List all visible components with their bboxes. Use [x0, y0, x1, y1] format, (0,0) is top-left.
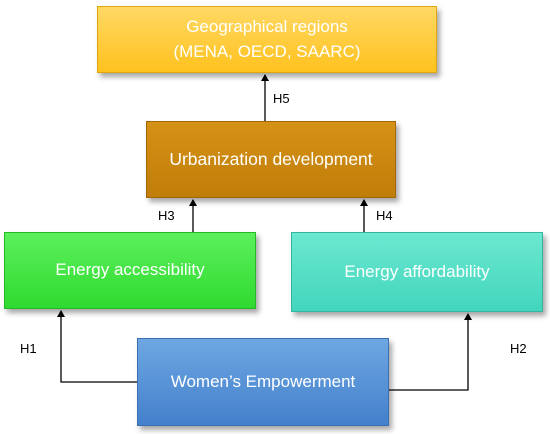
energy-accessibility-box: Energy accessibility — [4, 232, 256, 309]
energy-affordability-label: Energy affordability — [344, 261, 490, 281]
geographical-regions-title: Geographical regions — [186, 16, 348, 36]
geographical-regions-box: Geographical regions (MENA, OECD, SAARC) — [97, 6, 437, 73]
energy-accessibility-label: Energy accessibility — [55, 260, 205, 280]
energy-affordability-box: Energy affordability — [291, 232, 543, 312]
hypothesis-label-h1: H1 — [20, 341, 37, 356]
arrow-h1 — [57, 310, 137, 383]
womens-empowerment-label: Women’s Empowerment — [170, 371, 356, 391]
hypothesis-label-h5: H5 — [273, 91, 290, 106]
arrow-h2 — [389, 313, 472, 391]
hypothesis-label-h2: H2 — [510, 341, 527, 356]
geographical-regions-list: (MENA, OECD, SAARC) — [173, 41, 361, 61]
womens-empowerment-box: Women’s Empowerment — [137, 338, 389, 426]
hypothesis-label-h4: H4 — [376, 208, 393, 223]
urbanization-development-label: Urbanization development — [169, 148, 373, 169]
hypothesis-label-h3: H3 — [158, 208, 175, 223]
urbanization-development-box: Urbanization development — [146, 121, 396, 198]
